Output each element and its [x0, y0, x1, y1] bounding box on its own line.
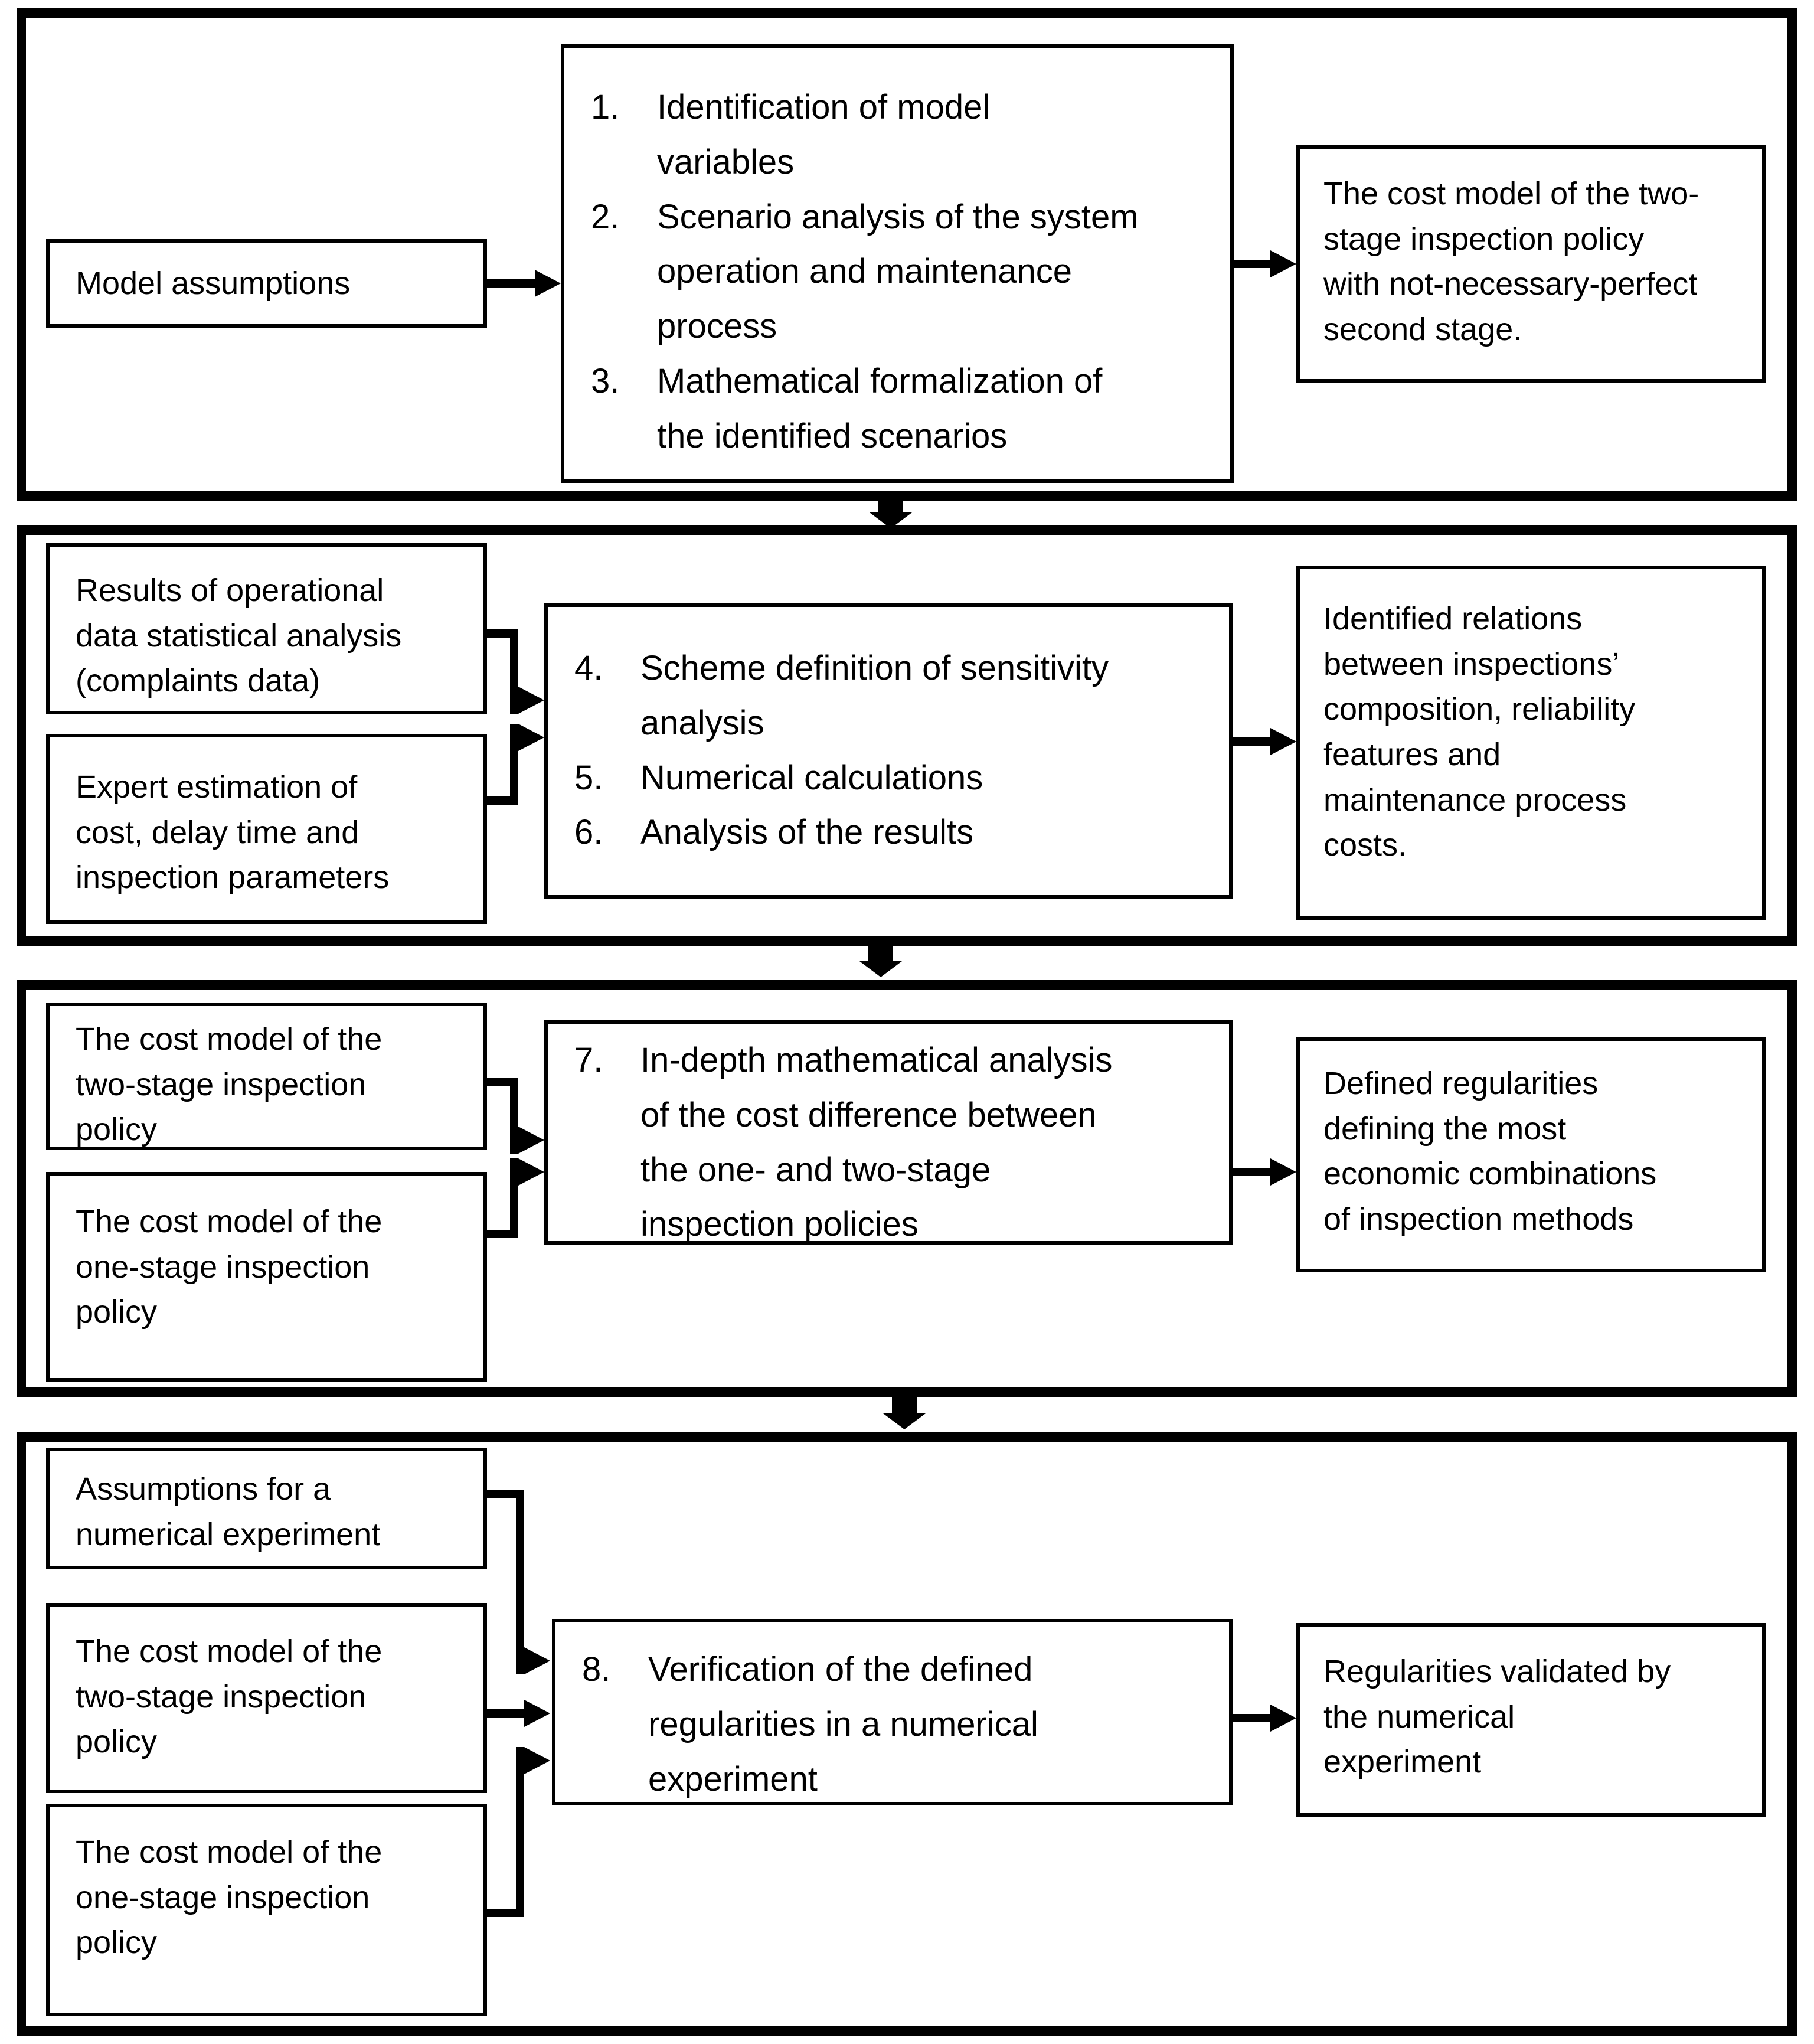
arrow-head-icon	[535, 270, 561, 297]
process-step-3: 3. Mathematical formalization of the ide…	[591, 354, 1212, 464]
connector-stem	[516, 1747, 524, 1917]
step-number: 4.	[574, 649, 603, 687]
stage-3-input-label: The cost model of the one-stage inspecti…	[76, 1204, 383, 1330]
arrow-head-icon	[1270, 1705, 1296, 1732]
arrow-head-icon	[1270, 250, 1296, 277]
stage-4-input-one-stage-model: The cost model of the one-stage inspecti…	[46, 1804, 487, 2016]
arrow-stem	[487, 279, 535, 288]
process-step-1: 1. Identification of model variables	[591, 80, 1212, 190]
step-number: 3.	[591, 361, 620, 400]
process-step-5: 5. Numerical calculations	[574, 751, 1211, 806]
step-text: Scheme definition of sensitivity analysi…	[640, 649, 1109, 742]
step-text: Scenario analysis of the system operatio…	[657, 197, 1139, 346]
stage-2-process-steps: 4. Scheme definition of sensitivity anal…	[544, 603, 1233, 899]
process-step-6: 6. Analysis of the results	[574, 805, 1211, 860]
process-step-7: 7. In-depth mathematical analysis of the…	[574, 1033, 1211, 1252]
step-text: Mathematical formalization of the identi…	[657, 361, 1103, 455]
step-text: In-depth mathematical analysis of the co…	[640, 1041, 1113, 1244]
stage-3-process-steps: 7. In-depth mathematical analysis of the…	[544, 1020, 1233, 1245]
stage-3-input-label: The cost model of the two-stage inspecti…	[76, 1021, 383, 1148]
stage-1-output-cost-model: The cost model of the two- stage inspect…	[1296, 145, 1766, 383]
stage-4-input-label: Assumptions for a numerical experiment	[76, 1471, 381, 1552]
process-step-2: 2. Scenario analysis of the system opera…	[591, 190, 1212, 354]
step-number: 5.	[574, 758, 603, 797]
arrow-stem	[1233, 1714, 1270, 1722]
stage-1-process-steps: 1. Identification of model variables 2. …	[561, 44, 1234, 483]
stage-2-output-identified-relations: Identified relations between inspections…	[1296, 566, 1766, 920]
connector-stem	[510, 1078, 518, 1154]
arrow-head-icon	[859, 961, 902, 977]
stage-1-input-label: Model assumptions	[76, 265, 351, 301]
step-number: 6.	[574, 813, 603, 852]
step-text: Numerical calculations	[640, 758, 983, 797]
process-step-8: 8. Verification of the defined regularit…	[582, 1643, 1211, 1807]
arrow-head-icon	[524, 1647, 550, 1674]
stage-2-input-label: Results of operational data statistical …	[76, 573, 402, 699]
connector-stem	[487, 1709, 524, 1718]
arrow-head-icon	[518, 1158, 544, 1186]
arrow-stem	[868, 943, 893, 962]
stage-2-input-label: Expert estimation of cost, delay time an…	[76, 769, 390, 896]
process-step-4: 4. Scheme definition of sensitivity anal…	[574, 641, 1211, 751]
connector-stem	[510, 1158, 518, 1238]
arrow-stem	[1234, 260, 1270, 268]
stage-3-output-defined-regularities: Defined regularities defining the most e…	[1296, 1037, 1766, 1272]
stage-4-process-steps: 8. Verification of the defined regularit…	[552, 1619, 1233, 1805]
stage-2-input-expert-estimation: Expert estimation of cost, delay time an…	[46, 734, 487, 924]
stage-4-input-two-stage-model: The cost model of the two-stage inspecti…	[46, 1603, 487, 1793]
stage-3-input-one-stage-model: The cost model of the one-stage inspecti…	[46, 1172, 487, 1382]
arrow-head-icon	[518, 724, 544, 751]
arrow-head-icon	[518, 687, 544, 714]
stage-3-input-two-stage-model: The cost model of the two-stage inspecti…	[46, 1003, 487, 1150]
stage-4-output-validated-regularities: Regularities validated by the numerical …	[1296, 1623, 1766, 1817]
step-text: Analysis of the results	[640, 813, 974, 852]
stage-1-output-label: The cost model of the two- stage inspect…	[1323, 176, 1699, 348]
arrow-stem	[892, 1395, 917, 1415]
arrow-head-icon	[1270, 728, 1296, 755]
stage-3-output-label: Defined regularities defining the most e…	[1323, 1066, 1657, 1237]
connector-stem	[516, 1490, 524, 1674]
arrow-stem	[1233, 1168, 1270, 1176]
arrow-head-icon	[524, 1700, 550, 1727]
step-number: 2.	[591, 197, 620, 236]
step-text: Identification of model variables	[657, 88, 991, 181]
step-number: 8.	[582, 1650, 611, 1689]
stage-1-input-model-assumptions: Model assumptions	[46, 239, 487, 328]
arrow-head-icon	[1270, 1158, 1296, 1186]
connector-stem	[510, 629, 518, 714]
step-text: Verification of the defined regularities…	[648, 1650, 1038, 1798]
stage-4-input-assumptions: Assumptions for a numerical experiment	[46, 1448, 487, 1569]
arrow-head-icon	[518, 1127, 544, 1154]
arrow-stem	[878, 498, 903, 514]
connector-stem	[510, 724, 518, 805]
connector-stem	[487, 1490, 524, 1498]
stage-4-output-label: Regularities validated by the numerical …	[1323, 1654, 1671, 1780]
step-number: 7.	[574, 1041, 603, 1079]
stage-2-output-label: Identified relations between inspections…	[1323, 601, 1636, 863]
arrow-head-icon	[524, 1747, 550, 1774]
arrow-head-icon	[883, 1413, 926, 1429]
connector-stem	[487, 1909, 524, 1917]
step-number: 1.	[591, 88, 620, 126]
stage-4-input-label: The cost model of the one-stage inspecti…	[76, 1834, 383, 1961]
arrow-stem	[1233, 737, 1270, 746]
stage-2-input-operational-data: Results of operational data statistical …	[46, 543, 487, 714]
stage-4-input-label: The cost model of the two-stage inspecti…	[76, 1634, 383, 1760]
